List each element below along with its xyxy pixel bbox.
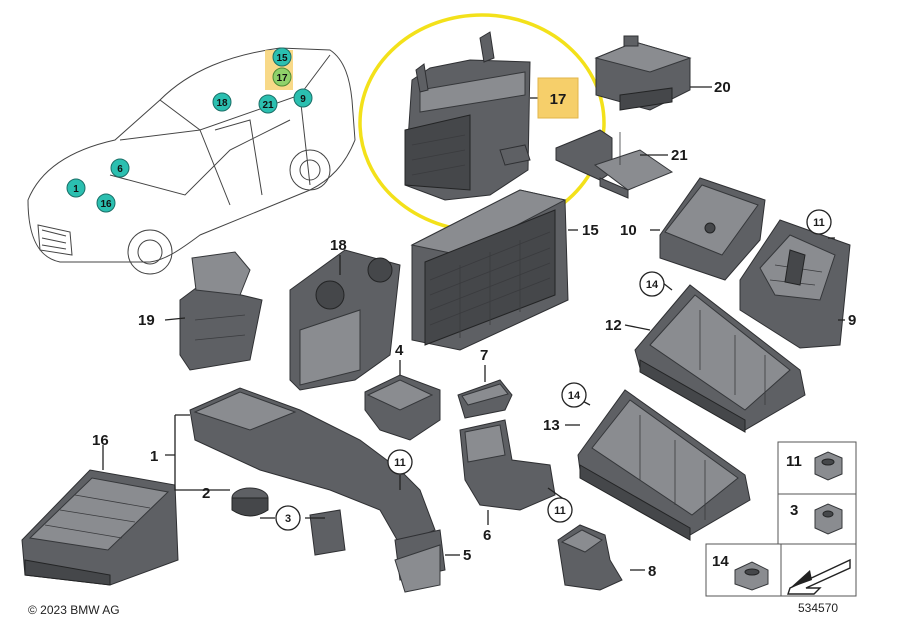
part-label-15[interactable]: 15 bbox=[582, 222, 599, 239]
legend-nut-14[interactable]: 14 bbox=[712, 553, 769, 591]
svg-text:5: 5 bbox=[463, 547, 471, 564]
part-label-10[interactable]: 10 bbox=[620, 222, 637, 239]
part-label-14-mid[interactable]: 14 bbox=[561, 382, 587, 408]
part-12-housing[interactable] bbox=[634, 284, 806, 433]
svg-text:3: 3 bbox=[285, 513, 291, 525]
vehicle-outline bbox=[27, 47, 356, 275]
part-7-cap[interactable] bbox=[457, 379, 513, 419]
svg-text:19: 19 bbox=[138, 312, 155, 329]
svg-text:11: 11 bbox=[554, 505, 566, 517]
part-label-20[interactable]: 20 bbox=[714, 79, 731, 96]
part-label-8[interactable]: 8 bbox=[648, 563, 656, 580]
part-label-16[interactable]: 16 bbox=[92, 432, 109, 449]
svg-text:20: 20 bbox=[714, 79, 731, 96]
svg-text:14: 14 bbox=[568, 390, 581, 402]
svg-text:11: 11 bbox=[813, 217, 825, 229]
part-label-7[interactable]: 7 bbox=[480, 347, 488, 364]
part-label-19[interactable]: 19 bbox=[138, 312, 155, 329]
part-label-3[interactable]: 3 bbox=[275, 505, 301, 531]
car-marker-6[interactable]: 6 bbox=[110, 158, 130, 178]
svg-text:11: 11 bbox=[394, 457, 406, 469]
svg-text:3: 3 bbox=[790, 502, 798, 519]
svg-text:12: 12 bbox=[605, 317, 622, 334]
part-label-4[interactable]: 4 bbox=[395, 342, 404, 359]
svg-text:21: 21 bbox=[262, 100, 274, 111]
svg-text:18: 18 bbox=[216, 98, 228, 109]
diagram-number: 534570 bbox=[798, 601, 838, 615]
part-17-bracket[interactable] bbox=[404, 31, 531, 201]
part-18-bracket[interactable] bbox=[289, 249, 401, 391]
svg-text:13: 13 bbox=[543, 417, 560, 434]
svg-text:2: 2 bbox=[202, 485, 210, 502]
part-10-cover[interactable] bbox=[659, 177, 766, 281]
svg-text:4: 4 bbox=[395, 342, 404, 359]
part-19-holder[interactable] bbox=[179, 251, 263, 371]
svg-text:1: 1 bbox=[150, 448, 158, 465]
part-label-2[interactable]: 2 bbox=[202, 485, 210, 502]
car-marker-15[interactable]: 15 bbox=[272, 47, 292, 67]
legend-nut-11[interactable]: 11 bbox=[786, 451, 843, 481]
part-label-1[interactable]: 1 bbox=[150, 448, 158, 465]
part-label-11-low[interactable]: 11 bbox=[547, 497, 573, 523]
svg-text:21: 21 bbox=[671, 147, 688, 164]
leader-lines bbox=[102, 86, 845, 571]
svg-text:8: 8 bbox=[648, 563, 656, 580]
svg-text:16: 16 bbox=[100, 199, 112, 210]
svg-text:6: 6 bbox=[117, 164, 123, 175]
svg-text:17: 17 bbox=[550, 91, 567, 108]
part-label-9[interactable]: 9 bbox=[848, 312, 856, 329]
svg-text:10: 10 bbox=[620, 222, 637, 239]
part-8-cover[interactable] bbox=[557, 524, 623, 591]
part-label-11-mid[interactable]: 11 bbox=[387, 449, 413, 475]
car-marker-17[interactable]: 17 bbox=[272, 67, 292, 87]
svg-text:16: 16 bbox=[92, 432, 109, 449]
car-marker-9[interactable]: 9 bbox=[293, 88, 313, 108]
car-marker-16[interactable]: 16 bbox=[96, 193, 116, 213]
legend-panel bbox=[705, 441, 857, 597]
svg-text:15: 15 bbox=[276, 53, 288, 64]
part-5-bracket[interactable] bbox=[394, 544, 441, 593]
part-label-14-top[interactable]: 14 bbox=[639, 271, 665, 297]
part-21-bracket[interactable] bbox=[555, 129, 674, 199]
part-15-fuse-box[interactable] bbox=[410, 189, 569, 351]
part-label-17[interactable]: 17 bbox=[537, 77, 579, 119]
car-marker-21[interactable]: 21 bbox=[258, 94, 278, 114]
car-marker-1[interactable]: 1 bbox=[66, 178, 86, 198]
copyright-text: © 2023 BMW AG bbox=[28, 603, 120, 617]
svg-text:6: 6 bbox=[483, 527, 491, 544]
part-4-cover[interactable] bbox=[364, 374, 441, 441]
part-16-control-unit[interactable] bbox=[21, 469, 179, 586]
svg-text:9: 9 bbox=[848, 312, 856, 329]
part-label-6[interactable]: 6 bbox=[483, 527, 491, 544]
svg-text:18: 18 bbox=[330, 237, 347, 254]
part-6-holder[interactable] bbox=[459, 419, 556, 511]
svg-text:7: 7 bbox=[480, 347, 488, 364]
svg-text:17: 17 bbox=[276, 73, 288, 84]
svg-text:1: 1 bbox=[73, 184, 79, 195]
svg-text:9: 9 bbox=[300, 94, 306, 105]
legend-plug-3[interactable]: 3 bbox=[790, 502, 843, 535]
part-label-11-top[interactable]: 11 bbox=[806, 209, 832, 235]
svg-text:11: 11 bbox=[786, 453, 802, 470]
part-label-12[interactable]: 12 bbox=[605, 317, 622, 334]
part-label-21[interactable]: 21 bbox=[671, 147, 688, 164]
part-label-18[interactable]: 18 bbox=[330, 237, 347, 254]
part-13-housing[interactable] bbox=[577, 389, 751, 541]
part-20-module[interactable] bbox=[594, 35, 692, 111]
part-9-relay-holder[interactable] bbox=[739, 219, 851, 349]
part-2-sensor[interactable] bbox=[231, 487, 269, 517]
part-label-13[interactable]: 13 bbox=[543, 417, 560, 434]
part-label-5[interactable]: 5 bbox=[463, 547, 471, 564]
car-marker-18[interactable]: 18 bbox=[212, 92, 232, 112]
direction-arrow-icon bbox=[787, 558, 851, 595]
svg-text:15: 15 bbox=[582, 222, 599, 239]
svg-text:14: 14 bbox=[712, 553, 729, 570]
svg-text:14: 14 bbox=[646, 279, 659, 291]
